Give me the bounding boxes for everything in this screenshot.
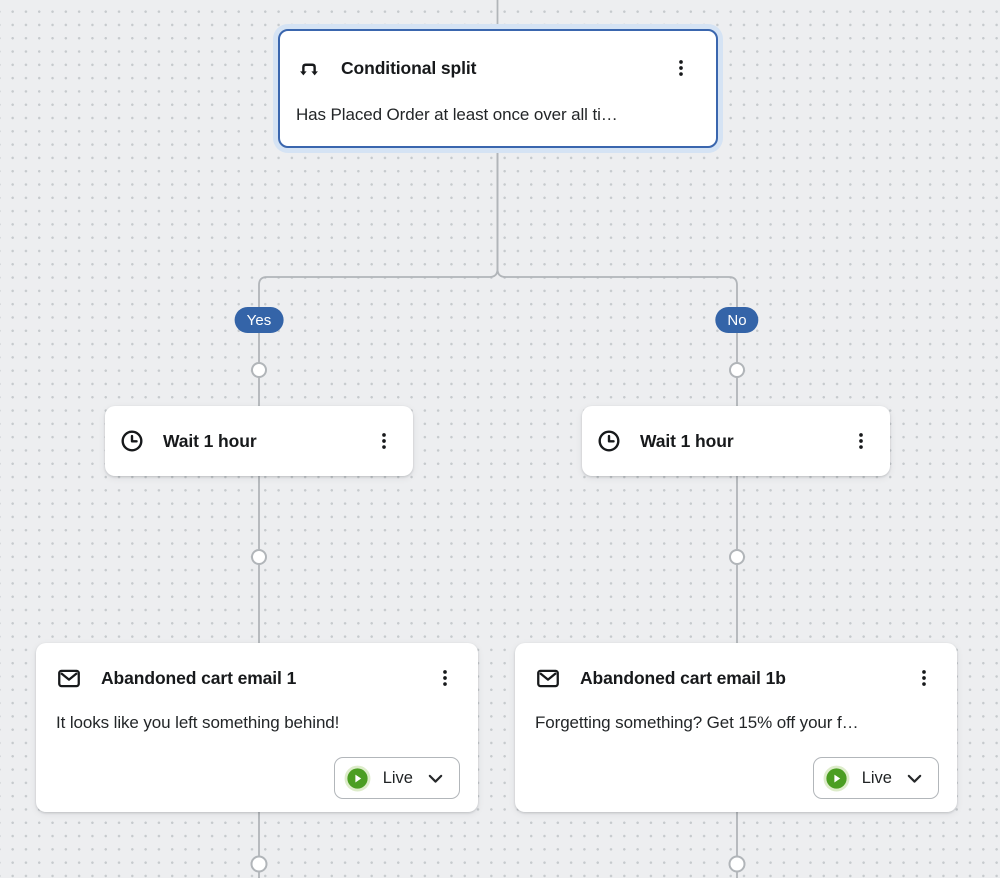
status-label: Live — [382, 768, 413, 787]
kebab-menu-icon — [913, 666, 935, 690]
status-label: Live — [861, 768, 892, 787]
node-conditional-split[interactable]: Conditional split Has Placed Order at le… — [278, 29, 718, 148]
chevron-down-icon — [425, 768, 446, 789]
node-wait-no[interactable]: Wait 1 hour — [582, 406, 890, 476]
status-dropdown[interactable]: Live — [333, 757, 460, 799]
clock-icon — [596, 428, 622, 454]
email-subject: Forgetting something? Get 15% off your f… — [535, 713, 859, 732]
kebab-menu-button[interactable] — [371, 427, 397, 455]
kebab-menu-icon — [850, 429, 872, 453]
node-email-1[interactable]: Abandoned cart email 1 It looks like you… — [36, 643, 478, 812]
node-title: Abandoned cart email 1b — [580, 667, 786, 688]
envelope-icon — [535, 665, 561, 691]
kebab-menu-icon — [670, 56, 692, 80]
branch-label-no: No — [715, 307, 759, 333]
node-title: Conditional split — [341, 57, 477, 78]
split-arrows-icon — [296, 55, 322, 81]
email-subject: It looks like you left something behind! — [56, 713, 340, 732]
kebab-menu-icon — [434, 666, 456, 690]
kebab-menu-button[interactable] — [848, 427, 874, 455]
edge-drop-point[interactable] — [250, 855, 268, 873]
node-subtitle: Has Placed Order at least once over all … — [296, 105, 618, 124]
play-circle-icon — [823, 765, 850, 792]
edge-drop-point[interactable] — [251, 549, 267, 565]
play-circle-icon — [344, 765, 371, 792]
edge-drop-point[interactable] — [729, 362, 745, 378]
status-dropdown[interactable]: Live — [812, 757, 939, 799]
kebab-menu-button[interactable] — [432, 664, 458, 692]
node-wait-yes[interactable]: Wait 1 hour — [105, 406, 413, 476]
edge-branch-no — [496, 150, 738, 878]
envelope-icon — [56, 665, 82, 691]
kebab-menu-button[interactable] — [668, 54, 694, 82]
edge-drop-point[interactable] — [729, 549, 745, 565]
kebab-menu-button[interactable] — [911, 664, 937, 692]
clock-icon — [119, 428, 145, 454]
edge-drop-point[interactable] — [728, 855, 746, 873]
chevron-down-icon — [904, 768, 925, 789]
edge-drop-point[interactable] — [251, 362, 267, 378]
node-title: Abandoned cart email 1 — [101, 667, 297, 688]
node-email-1b[interactable]: Abandoned cart email 1b Forgetting somet… — [515, 643, 957, 812]
branch-label-yes: Yes — [234, 307, 284, 333]
node-title: Wait 1 hour — [163, 430, 257, 451]
node-title: Wait 1 hour — [640, 430, 734, 451]
kebab-menu-icon — [373, 429, 395, 453]
